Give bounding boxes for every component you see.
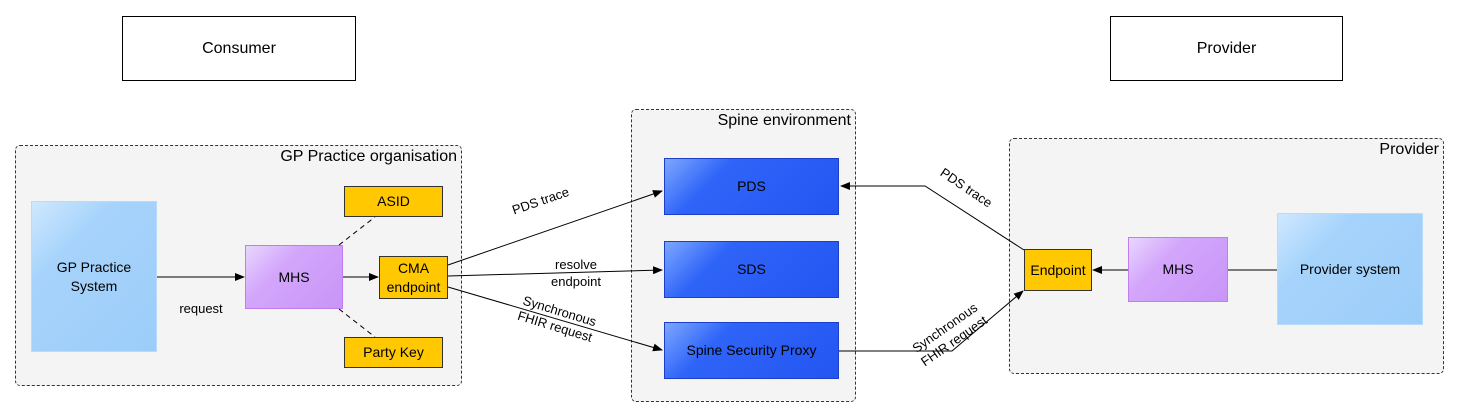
party-key-node: Party Key — [344, 337, 443, 368]
consumer-label: Consumer — [202, 39, 276, 57]
consumer-mhs-node: MHS — [245, 245, 343, 309]
provider-system-node: Provider system — [1277, 213, 1423, 325]
provider-mhs-node: MHS — [1128, 237, 1228, 302]
resolve-endpoint-label-line2: endpoint — [551, 274, 601, 289]
edge-mhs-asid-link — [338, 216, 376, 246]
edge-cma-to-ssp — [447, 286, 663, 352]
consumer-mhs-label: MHS — [278, 268, 310, 285]
asid-node: ASID — [344, 186, 443, 217]
edge-endpoint-to-pds — [840, 182, 1025, 251]
pds-node: PDS — [664, 158, 839, 215]
cma-endpoint-label: CMA endpoint — [386, 259, 441, 295]
sds-node: SDS — [664, 241, 839, 298]
gp-practice-group-title: GP Practice organisation — [280, 148, 457, 165]
pds-trace-left-label: PDS trace — [510, 184, 571, 217]
provider-label: Provider — [1196, 39, 1257, 57]
provider-group-title: Provider — [1379, 141, 1439, 158]
spine-group-title: Spine environment — [717, 112, 851, 129]
spine-security-proxy-node: Spine Security Proxy — [664, 322, 839, 379]
provider-endpoint-label: Endpoint — [1030, 261, 1086, 278]
gp-practice-system-label: GP Practice System — [56, 258, 132, 294]
provider-endpoint-node: Endpoint — [1024, 249, 1092, 291]
gp-practice-system-node: GP Practice System — [31, 201, 157, 352]
provider-mhs-label: MHS — [1162, 261, 1194, 278]
provider-system-label: Provider system — [1299, 260, 1401, 277]
spine-security-proxy-label: Spine Security Proxy — [686, 342, 817, 359]
cma-endpoint-node: CMA endpoint — [379, 256, 448, 299]
edge-cma-to-sds — [447, 266, 663, 277]
resolve-endpoint-label-line1: resolve — [555, 257, 597, 272]
edge-ssp-to-endpoint — [839, 290, 1024, 352]
sds-label: SDS — [737, 261, 766, 278]
provider-header-box: Provider — [1110, 16, 1343, 81]
request-label: request — [179, 301, 223, 316]
consumer-header-box: Consumer — [122, 16, 356, 81]
pds-trace-right-label: PDS trace — [938, 165, 996, 211]
pds-label: PDS — [737, 178, 766, 195]
edge-mhs-partykey-link — [338, 308, 376, 338]
edge-cma-to-pds — [447, 190, 663, 266]
party-key-label: Party Key — [363, 344, 424, 361]
asid-label: ASID — [377, 193, 410, 210]
